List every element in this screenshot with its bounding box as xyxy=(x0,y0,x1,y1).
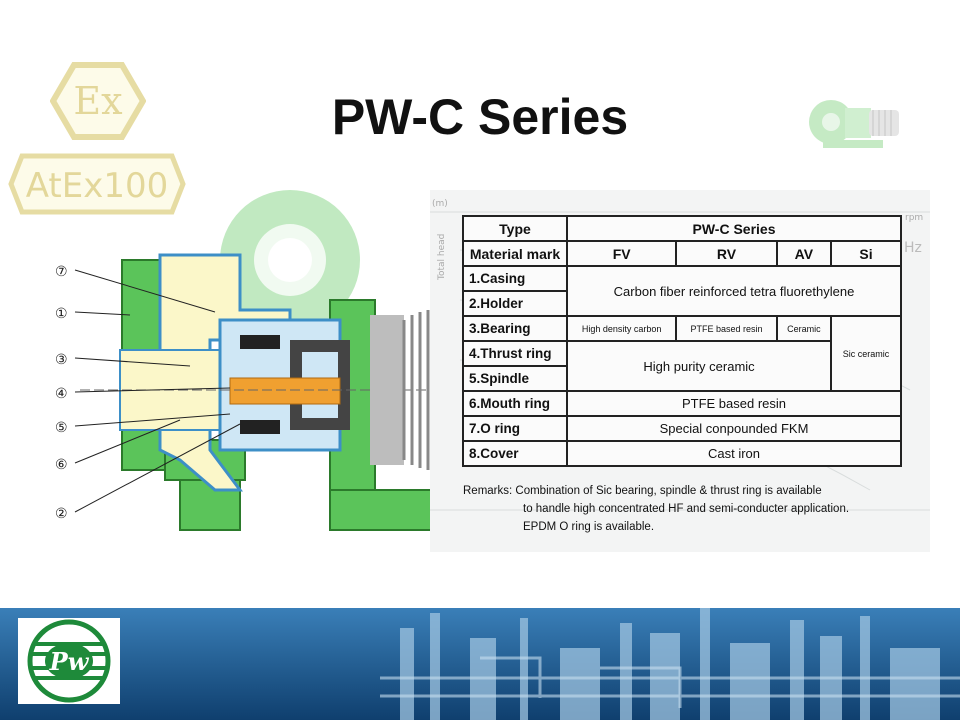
axis-unit-label: (m) xyxy=(432,199,448,209)
remarks-line-1: Remarks: Combination of Sic bearing, spi… xyxy=(463,482,913,500)
o-ring-material: Special conpounded FKM xyxy=(566,415,902,442)
type-label: Type xyxy=(462,215,568,242)
type-value: PW-C Series xyxy=(566,215,902,242)
ex-hexagon-badge: Ex xyxy=(50,62,146,140)
thrust-spindle-material: High purity ceramic xyxy=(565,340,833,392)
table-row: 3.Bearing High density carbon PTFE based… xyxy=(462,315,902,392)
table-row: Type PW-C Series xyxy=(462,215,902,242)
row-label-casing: 1.Casing xyxy=(462,265,568,292)
bearing-fv: High density carbon xyxy=(565,315,678,342)
remarks-block: Remarks: Combination of Sic bearing, spi… xyxy=(463,482,913,536)
pw-company-logo: Pw xyxy=(18,618,120,704)
pump-thumbnail xyxy=(809,100,899,148)
casing-holder-material: Carbon fiber reinforced tetra fluorethyl… xyxy=(566,265,902,317)
callout-3: ③ xyxy=(55,353,68,368)
bearing-rv: PTFE based resin xyxy=(675,315,778,342)
logo-text: Pw xyxy=(49,647,90,676)
table-row: 6.Mouth ring PTFE based resin xyxy=(462,390,902,417)
callout-6: ⑥ xyxy=(55,458,68,473)
table-row: 1.Casing Carbon fiber reinforced tetra f… xyxy=(462,265,902,317)
pump-cross-section-diagram: ⑦ ① ③ ④ ⑤ ⑥ ② xyxy=(55,190,460,531)
ex-badge-text: Ex xyxy=(73,79,122,123)
atex-badge: AtEx100 xyxy=(8,153,186,215)
row-label-cover: 8.Cover xyxy=(462,440,568,467)
remarks-text-3: EPDM O ring is available. xyxy=(523,521,655,533)
table-row: 8.Cover Cast iron xyxy=(462,440,902,467)
callout-2: ② xyxy=(55,507,68,522)
bearing-av: Ceramic xyxy=(775,315,833,342)
material-fv: FV xyxy=(565,240,678,267)
slide-title: PW-C Series xyxy=(331,89,629,145)
row-label-bearing: 3.Bearing xyxy=(462,315,568,342)
spec-sheet: (m) rpm Hz Total head Type PW-C Series M… xyxy=(430,190,930,552)
callout-4: ④ xyxy=(55,387,68,402)
axis-hz-label: Hz xyxy=(904,240,922,256)
table-row: 4.Thrust ring High purity ceramic xyxy=(462,340,901,392)
sic-ceramic: Sic ceramic xyxy=(830,315,902,392)
row-label-o-ring: 7.O ring xyxy=(462,415,568,442)
callout-7: ⑦ xyxy=(55,265,68,280)
remarks-label: Remarks: xyxy=(463,485,513,497)
mouth-ring-material: PTFE based resin xyxy=(566,390,902,417)
table-row: 5.Spindle xyxy=(462,365,901,392)
material-av: AV xyxy=(775,240,833,267)
industrial-banner xyxy=(0,608,960,720)
row-label-holder: 2.Holder xyxy=(462,290,568,317)
atex-badge-text: AtEx100 xyxy=(26,166,169,206)
refinery-silhouette-image xyxy=(0,608,960,720)
axis-total-head-label: Total head xyxy=(437,234,447,281)
row-label-spindle: 5.Spindle xyxy=(462,365,568,392)
callout-5: ⑤ xyxy=(55,421,68,436)
material-spec-table: Type PW-C Series Material mark FV RV AV … xyxy=(462,215,902,467)
table-row: Material mark FV RV AV Si xyxy=(462,240,902,267)
material-si: Si xyxy=(830,240,902,267)
material-rv: RV xyxy=(675,240,778,267)
remarks-text-1: Combination of Sic bearing, spindle & th… xyxy=(515,485,822,497)
axis-rpm-label: rpm xyxy=(905,213,923,223)
cover-material: Cast iron xyxy=(566,440,902,467)
material-mark-label: Material mark xyxy=(462,240,568,267)
row-label-mouth-ring: 6.Mouth ring xyxy=(462,390,568,417)
row-label-thrust-ring: 4.Thrust ring xyxy=(462,340,568,367)
remarks-text-2: to handle high concentrated HF and semi-… xyxy=(523,503,850,515)
table-row: 7.O ring Special conpounded FKM xyxy=(462,415,902,442)
callout-1: ① xyxy=(55,307,68,322)
table-row: 2.Holder xyxy=(462,290,901,317)
